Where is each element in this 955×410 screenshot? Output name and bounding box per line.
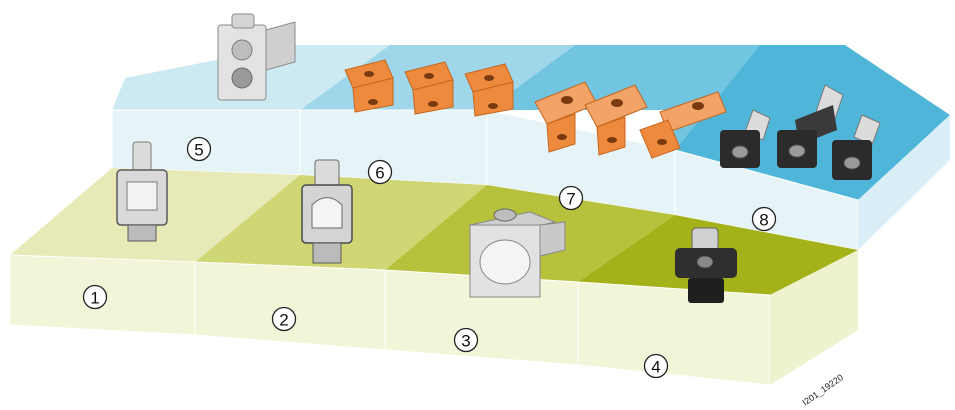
number-label-3: 3 bbox=[453, 327, 479, 353]
number-label-5: 5 bbox=[186, 136, 212, 162]
component-6-copper-bars bbox=[344, 59, 514, 117]
upper-platform-side bbox=[858, 115, 950, 250]
position-4-front bbox=[577, 281, 771, 386]
number-label-1: 1 bbox=[82, 284, 108, 310]
component-2-box-terminal bbox=[301, 159, 353, 264]
number-label-2-text: 2 bbox=[279, 311, 288, 330]
component-8-terminal-posts bbox=[720, 84, 881, 180]
number-label-8-text: 8 bbox=[759, 211, 768, 230]
number-label-1-text: 1 bbox=[90, 289, 99, 308]
component-7-copper-bars bbox=[534, 81, 727, 159]
component-4-ring-terminal bbox=[675, 227, 737, 303]
number-label-5-text: 5 bbox=[194, 141, 203, 160]
number-label-8: 8 bbox=[751, 206, 777, 232]
number-label-4-text: 4 bbox=[651, 358, 660, 377]
number-label-4: 4 bbox=[643, 353, 669, 379]
number-label-7: 7 bbox=[558, 185, 584, 211]
position-2-front bbox=[194, 261, 386, 351]
number-label-3-text: 3 bbox=[461, 332, 470, 351]
number-label-2: 2 bbox=[271, 306, 297, 332]
number-label-6-text: 6 bbox=[375, 164, 384, 183]
number-label-7-text: 7 bbox=[566, 190, 575, 209]
component-5-double-terminal bbox=[217, 13, 296, 101]
component-1-box-terminal bbox=[116, 141, 168, 242]
figure-id-watermark: I201_19220 bbox=[800, 372, 845, 407]
lower-platform-side bbox=[770, 250, 858, 385]
number-label-6: 6 bbox=[367, 159, 393, 185]
component-3-large-terminal bbox=[468, 208, 566, 298]
